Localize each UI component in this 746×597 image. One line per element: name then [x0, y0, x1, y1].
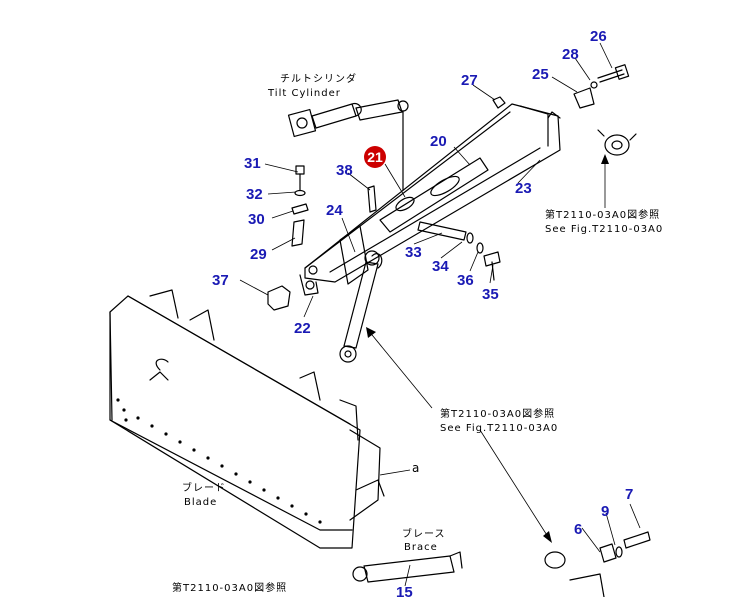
brace-label-en: Brace: [404, 542, 438, 553]
callout-32[interactable]: 32: [246, 186, 263, 203]
reference-note-2-en: See Fig.T2110-03A0: [440, 423, 558, 434]
callout-33[interactable]: 33: [405, 244, 422, 261]
reference-note-2-jp: 第T2110-03A0図参照: [440, 407, 555, 420]
callout-6[interactable]: 6: [574, 521, 582, 538]
leader-lines: [239, 42, 641, 587]
tilt-cylinder-label-jp: チルトシリンダ: [280, 72, 357, 85]
callout-26[interactable]: 26: [590, 28, 607, 45]
callout-9[interactable]: 9: [601, 503, 609, 520]
reference-note-3-jp: 第T2110-03A0図参照: [172, 581, 287, 594]
detail-a-label: a: [412, 461, 420, 475]
callout-21-badge: [364, 146, 386, 168]
lower-brace-drawing: [352, 531, 651, 597]
callout-29[interactable]: 29: [250, 246, 267, 263]
callout-30[interactable]: 30: [248, 211, 265, 228]
callout-37[interactable]: 37: [212, 272, 229, 289]
brace-label-jp: ブレース: [402, 527, 446, 540]
blade-label-en: Blade: [184, 497, 217, 508]
callout-22[interactable]: 22: [294, 320, 311, 337]
reference-note-1-en: See Fig.T2110-03A0: [545, 224, 663, 235]
callout-34[interactable]: 34: [432, 258, 449, 275]
callout-38[interactable]: 38: [336, 162, 353, 179]
callout-28[interactable]: 28: [562, 46, 579, 63]
reference-note-1-jp: 第T2110-03A0図参照: [545, 208, 660, 221]
callout-21[interactable]: 21: [367, 149, 383, 165]
callout-36[interactable]: 36: [457, 272, 474, 289]
callout-7[interactable]: 7: [625, 486, 633, 503]
tilt-cylinder-drawing: [287, 99, 409, 191]
callout-20[interactable]: 20: [430, 133, 447, 150]
arrow-heads: [366, 154, 609, 543]
callout-23[interactable]: 23: [515, 180, 532, 197]
callout-24[interactable]: 24: [326, 202, 343, 219]
blade-label-jp: ブレード: [182, 481, 226, 494]
callout-15[interactable]: 15: [396, 584, 413, 597]
tilt-cylinder-label-en: Tilt Cylinder: [267, 88, 341, 99]
blade-bolt-holes: [116, 398, 322, 524]
callout-21-highlight[interactable]: 21: [364, 146, 386, 168]
callout-31[interactable]: 31: [244, 155, 261, 172]
blade-drawing: [109, 289, 385, 549]
callout-27[interactable]: 27: [461, 72, 478, 89]
callout-35[interactable]: 35: [482, 286, 499, 303]
brace-strut-drawing: [339, 250, 380, 363]
small-parts-drawing: [267, 64, 637, 311]
callout-25[interactable]: 25: [532, 66, 549, 83]
arm-drawing: [299, 103, 561, 296]
